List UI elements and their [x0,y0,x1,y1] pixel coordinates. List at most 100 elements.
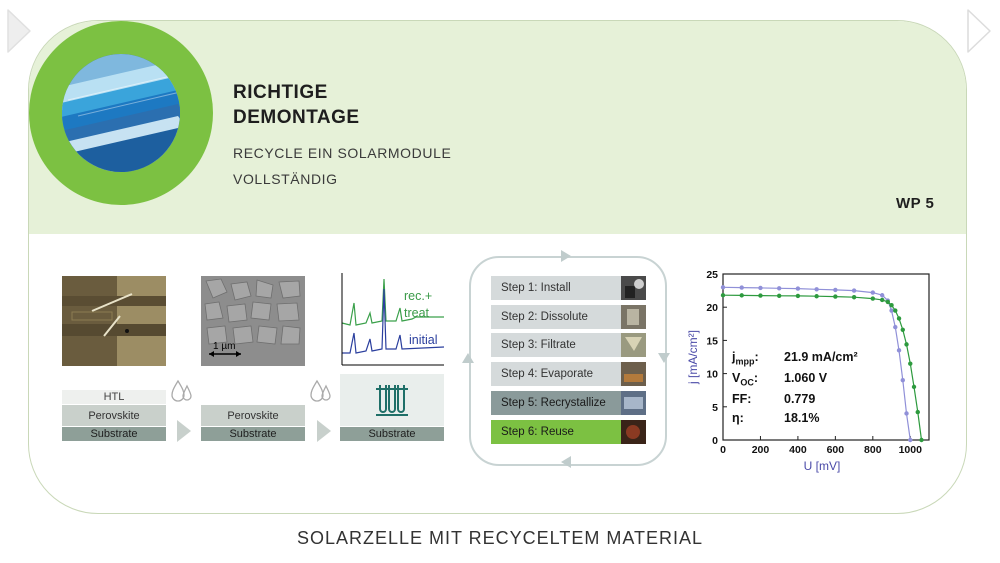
prev-arrow-icon[interactable] [6,8,32,54]
series-point-0 [776,286,782,291]
solar-module-layers-icon [29,21,213,205]
optical-micrograph-image [62,276,166,366]
test-tubes-icon [376,385,408,416]
dissolute-photo-icon [621,305,646,329]
cycle-arrow-down-icon [658,353,670,363]
step-install[interactable]: Step 1: Install [491,276,646,300]
series-point-1 [904,342,909,347]
x-tick-label: 600 [827,444,845,456]
cycle-arrow-left-icon [561,456,571,468]
y-tick-label: 0 [712,435,718,447]
xrd-legend-initial: initial [409,333,438,347]
x-tick-label: 200 [752,444,770,456]
test-tubes-panel [340,374,444,426]
series-point-1 [919,437,924,443]
page-subtitle: RECYCLE EIN SOLARMODULE VOLLSTÄNDIG [233,145,452,187]
series-point-1 [720,293,726,298]
layer-substrate: Substrate [340,427,444,441]
x-tick-label: 400 [789,444,807,456]
next-arrow-icon[interactable] [966,8,992,54]
series-point-1 [900,327,905,332]
series-point-1 [870,296,876,301]
x-axis-label: U [mV] [804,459,841,473]
series-point-0 [739,285,744,290]
series-point-0 [758,285,763,291]
install-photo-icon [621,276,646,300]
series-point-0 [889,308,894,313]
series-point-0 [833,287,838,293]
series-point-0 [904,411,909,416]
series-point-1 [896,316,902,321]
x-tick-label: 800 [864,444,882,456]
annotation-efficiency: η: 18.1% [732,411,820,425]
series-point-0 [900,378,905,383]
series-point-1 [739,293,744,298]
xrd-pattern-plot [340,273,444,367]
layer-perovskite: Perovskite [201,405,305,426]
series-point-0 [896,348,902,353]
cycle-arrow-right-icon [561,250,571,262]
layer-htl: HTL [62,390,166,404]
jv-curve-chart: 0 200 400 600 800 1000 0 5 10 15 20 25 U [mV] j [mA/c… [686,269,930,473]
series-point-0 [851,288,857,293]
series-point-0 [795,286,801,291]
series-point-1 [833,294,838,299]
series-point-1 [911,384,917,390]
step-evaporate[interactable]: Step 4: Evaporate [491,362,646,386]
plot-area [722,273,930,441]
step-reuse[interactable]: Step 6: Reuse [491,420,646,444]
series-point-1 [776,293,782,298]
solvent-drops-icon [310,379,331,402]
x-tick-label: 1000 [899,444,923,456]
annotation-ff: FF: 0.779 [732,392,816,406]
arrow-right-icon [177,420,191,442]
series-point-1 [908,361,913,366]
y-tick-label: 20 [706,302,718,314]
series-point-1 [879,297,885,303]
layer-substrate: Substrate [201,427,305,441]
x-tick-label: 0 [720,444,726,456]
y-tick-label: 10 [706,369,718,381]
y-tick-label: 25 [706,269,718,281]
scale-bar [209,351,241,357]
sem-micrograph-image [201,276,305,366]
annotation-jmpp: jmpp: 21.9 mA/cm² [732,350,858,367]
scale-bar-label: 1 µm [213,341,236,352]
series-point-1 [814,294,819,299]
recrystallize-photo-icon [621,391,646,415]
filtrate-photo-icon [621,333,646,357]
series-point-1 [851,295,857,300]
y-tick-label: 15 [706,335,718,347]
arrow-right-icon [317,420,331,442]
series-point-1 [758,293,763,298]
annotation-voc: VOC: 1.060 V [732,371,828,388]
xrd-legend-recycled: rec.+treat [404,289,433,320]
series-point-0 [870,290,876,295]
layer-perovskite: Perovskite [62,405,166,426]
evaporate-photo-icon [621,362,646,386]
page-title: RICHTIGE DEMONTAGE [233,82,360,128]
step-recrystallize[interactable]: Step 5: Recrystallize [491,391,646,415]
step-dissolute[interactable]: Step 2: Dissolute [491,305,646,329]
solvent-drops-icon [171,379,192,402]
series-point-1 [885,299,890,305]
series-point-0 [720,285,726,290]
series-point-0 [814,287,819,292]
series-point-1 [893,308,898,313]
series-point-0 [908,437,913,443]
footer-caption: SOLARZELLE MIT RECYCELTEM MATERIAL [296,528,704,548]
series-point-0 [879,293,885,298]
series-point-1 [795,293,801,299]
cycle-arrow-up-icon [462,353,474,363]
y-axis-label: j [mA/cm²] [686,330,700,385]
reuse-photo-icon [621,420,646,444]
layer-substrate: Substrate [62,427,166,441]
y-tick-label: 5 [712,402,718,414]
work-package-label: WP 5 [896,195,935,212]
series-point-0 [893,324,898,330]
series-line-1 [722,294,923,441]
series-point-1 [889,303,894,308]
chart-annotations: jmpp: 21.9 mA/cm² VOC: 1.060 V FF: 0.779… [732,350,902,430]
series-point-1 [915,409,920,415]
step-filtrate[interactable]: Step 3: Filtrate [491,333,646,357]
